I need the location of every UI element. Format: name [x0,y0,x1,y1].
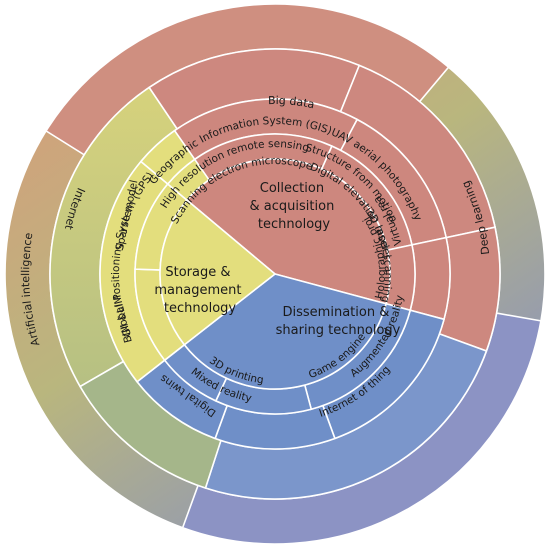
diagram-shapes [4,3,546,545]
title-storage: Storage & management technology [154,265,245,316]
core-collection [185,158,391,305]
title-collection: Collection & acquisition technology [250,181,339,232]
ring-laser-scanning [409,236,451,321]
core-storage [159,198,277,346]
core-dissemination [183,273,388,390]
ring-storage-top [139,129,196,186]
title-dissemination: Dissemination & sharing technology [276,305,401,338]
label-big-data: Big data [268,94,316,111]
